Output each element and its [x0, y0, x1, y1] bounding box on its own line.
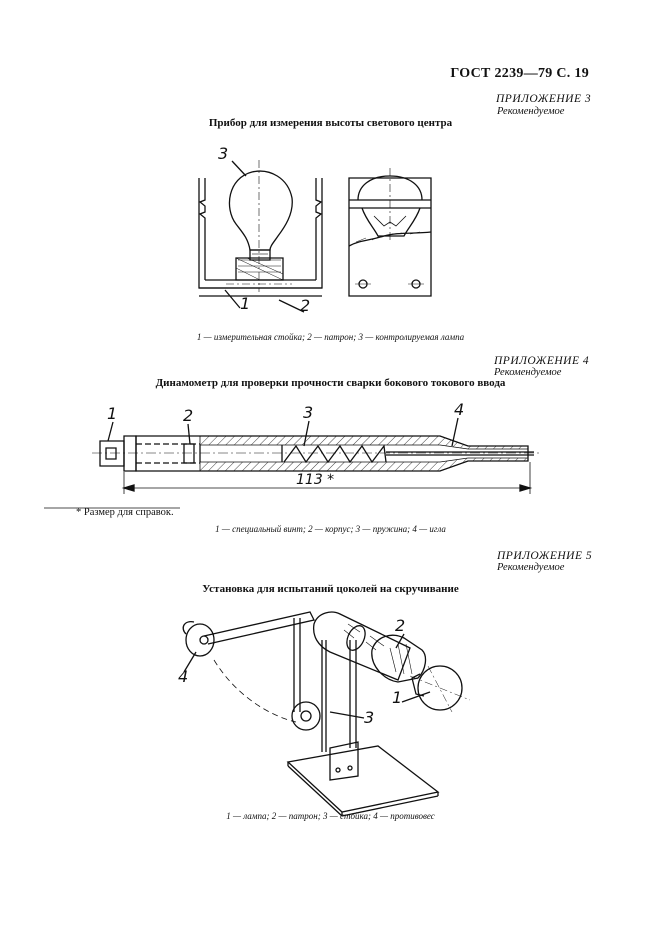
appendix-4-label: ПРИЛОЖЕНИЕ 4: [494, 355, 590, 367]
callout-1: 1: [107, 404, 118, 423]
callout-1: 1: [392, 688, 403, 707]
appendix-5-caption: 1 — лампа; 2 — патрон; 3 — стойка; 4 — п…: [226, 811, 435, 821]
callout-1: 1: [240, 294, 251, 313]
appendix-4-caption: 1 — специальный винт; 2 — корпус; 3 — пр…: [215, 524, 446, 534]
footnote: * Размер для справок.: [76, 507, 174, 518]
callout-4: 4: [454, 400, 465, 419]
callout-2: 2: [395, 616, 406, 635]
appendix-4-status: Рекомендуемое: [494, 367, 562, 378]
appendix-4-title: Динамометр для проверки прочности сварки…: [155, 377, 506, 389]
appendix-3-label: ПРИЛОЖЕНИЕ 3: [496, 93, 592, 105]
callout-3: 3: [364, 708, 375, 727]
appendix-3-title: Прибор для измерения высоты светового це…: [208, 117, 453, 129]
page-header: ГОСТ 2239—79 С. 19: [450, 66, 589, 81]
callout-2: 2: [300, 296, 311, 315]
appendix-3-status: Рекомендуемое: [497, 106, 565, 117]
callout-2: 2: [183, 406, 194, 425]
appendix-5-label: ПРИЛОЖЕНИЕ 5: [497, 550, 593, 562]
appendix-5-status: Рекомендуемое: [497, 562, 565, 573]
appendix-3-caption: 1 — измерительная стойка; 2 — патрон; 3 …: [196, 332, 465, 342]
dimension-label: 113 *: [296, 472, 335, 488]
callout-4: 4: [178, 667, 189, 686]
appendix-5-title: Установка для испытаний цоколей на скруч…: [202, 583, 459, 595]
callout-3: 3: [218, 144, 229, 163]
callout-3: 3: [303, 403, 314, 422]
